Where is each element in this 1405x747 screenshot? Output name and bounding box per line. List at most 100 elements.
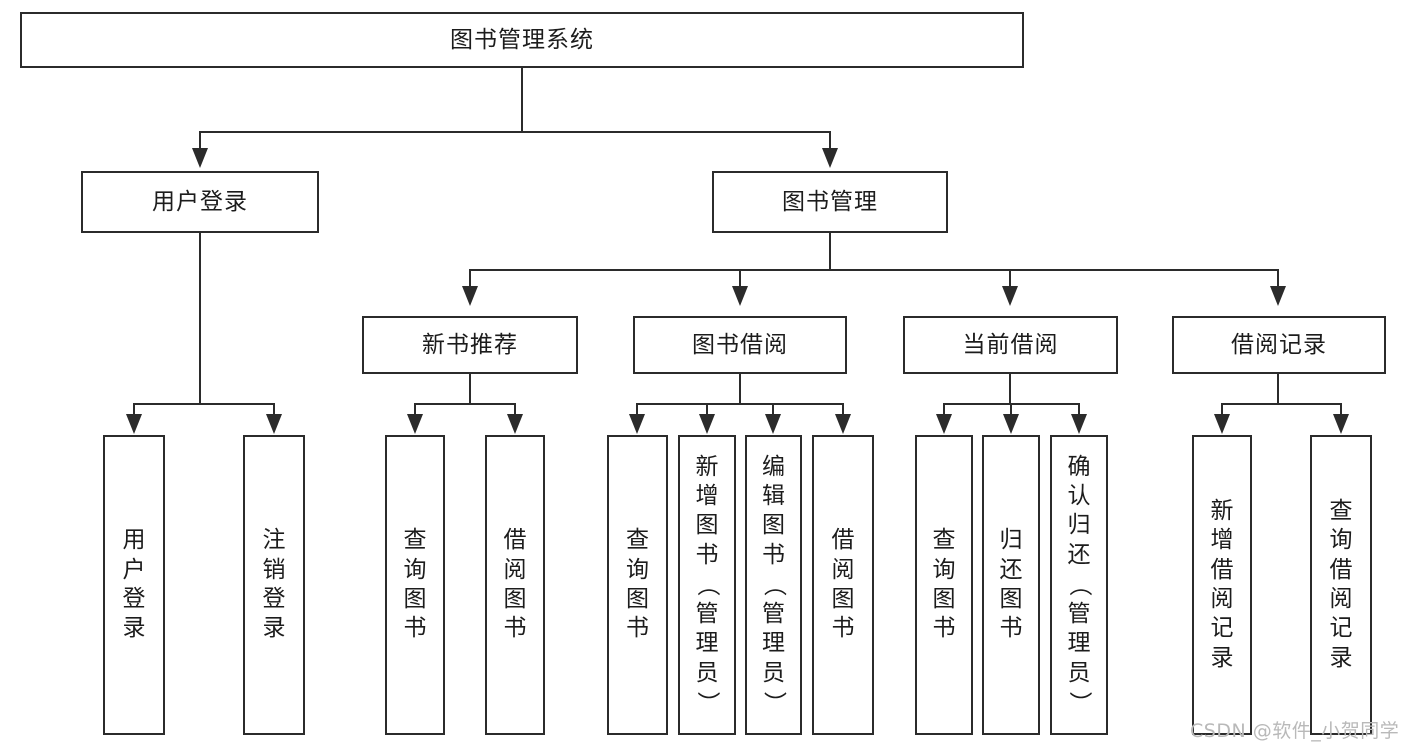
- leaf-label-char: 辑: [762, 482, 785, 509]
- node-new-book-recommend[interactable]: 新书推荐: [362, 316, 578, 374]
- leaf-label-char: 图: [932, 586, 956, 612]
- leaf-label-char: 阅: [831, 556, 855, 583]
- connector-br-drop-1: [1221, 403, 1223, 415]
- node-root-book-management-system[interactable]: 图书管理系统: [20, 12, 1024, 68]
- leaf-label: 注销登录: [245, 526, 303, 644]
- leaf-label: 查询图书: [387, 526, 443, 644]
- leaf-label-char: 借: [1210, 556, 1234, 583]
- leaf-label: 用户登录: [105, 526, 163, 644]
- connector-root-bus: [199, 131, 831, 133]
- arrow-bb-leaf-3: [765, 414, 781, 434]
- node-user-login[interactable]: 用户登录: [81, 171, 319, 233]
- leaf-label: 查询借阅记录: [1312, 497, 1370, 674]
- leaf-label-char: 登: [122, 586, 146, 612]
- leaf-label-char: 查: [932, 527, 956, 554]
- leaf-label-char: 录: [1329, 644, 1353, 671]
- connector-cb-drop-1: [943, 403, 945, 415]
- leaf-label-char: 编: [762, 453, 785, 480]
- connector-book-borrow-bus: [636, 403, 844, 405]
- arrow-nbr-leaf-1: [407, 414, 423, 434]
- leaf-label-char: 书: [831, 615, 855, 642]
- node-label: 图书管理: [782, 188, 878, 215]
- leaf-label-char: 询: [403, 556, 427, 583]
- leaf-query-book-borrow[interactable]: 查询图书: [607, 435, 668, 735]
- leaf-label-char: 阅: [1210, 586, 1234, 612]
- leaf-query-book-current[interactable]: 查询图书: [915, 435, 973, 735]
- leaf-label: 新增借阅记录: [1194, 497, 1250, 674]
- connector-user-login-bus: [133, 403, 275, 405]
- leaf-label-char: 询: [626, 556, 649, 583]
- arrow-level3-borrow-record: [1270, 286, 1286, 306]
- leaf-label: 借阅图书: [814, 526, 872, 644]
- node-current-borrow[interactable]: 当前借阅: [903, 316, 1118, 374]
- leaf-label-char: 录: [122, 615, 146, 642]
- connector-level3-drop-3: [1009, 269, 1011, 287]
- node-book-borrow[interactable]: 图书借阅: [633, 316, 847, 374]
- arrow-cb-leaf-3: [1071, 414, 1087, 434]
- leaf-label-char: 录: [1210, 644, 1234, 671]
- connector-bb-drop-1: [636, 403, 638, 415]
- leaf-label-char: 阅: [503, 556, 527, 583]
- leaf-label-char: 销: [262, 556, 286, 583]
- leaf-label-char: 查: [1329, 497, 1353, 524]
- connector-level3-bus: [469, 269, 1279, 271]
- connector-root-to-user-login: [199, 131, 201, 151]
- leaf-label-char: 借: [831, 527, 855, 554]
- leaf-query-borrow-record[interactable]: 查询借阅记录: [1310, 435, 1372, 735]
- leaf-label-char: ）: [694, 691, 721, 715]
- connector-cb-drop-2: [1010, 403, 1012, 415]
- connector-current-borrow-stem: [1009, 374, 1011, 404]
- leaf-confirm-return-admin[interactable]: 确认归还（管理员）: [1050, 435, 1108, 735]
- connector-user-login-stem: [199, 233, 201, 404]
- leaf-label-char: 书: [932, 615, 956, 642]
- leaf-label-char: 书: [503, 615, 527, 642]
- leaf-label-char: 图: [831, 586, 855, 612]
- leaf-return-book[interactable]: 归还图书: [982, 435, 1040, 735]
- leaf-logout[interactable]: 注销登录: [243, 435, 305, 735]
- leaf-label-char: 借: [503, 527, 527, 554]
- leaf-label-char: 理: [695, 630, 719, 657]
- leaf-label-char: 询: [1329, 527, 1353, 554]
- leaf-label: 归还图书: [984, 526, 1038, 644]
- leaf-user-login[interactable]: 用户登录: [103, 435, 165, 735]
- leaf-borrow-book-recommend[interactable]: 借阅图书: [485, 435, 545, 735]
- arrow-user-login-leaf-2: [266, 414, 282, 434]
- leaf-label-char: 图: [626, 586, 649, 612]
- leaf-label-char: 用: [122, 527, 146, 554]
- leaf-label-char: 归: [999, 527, 1023, 554]
- connector-br-drop-2: [1340, 403, 1342, 415]
- leaf-query-book-recommend[interactable]: 查询图书: [385, 435, 445, 735]
- leaf-label-char: 管: [762, 600, 785, 627]
- leaf-add-borrow-record[interactable]: 新增借阅记录: [1192, 435, 1252, 735]
- connector-book-borrow-stem: [739, 374, 741, 404]
- arrow-nbr-leaf-2: [507, 414, 523, 434]
- arrow-root-to-book-management: [822, 148, 838, 168]
- leaf-add-book-admin[interactable]: 新增图书（管理员）: [678, 435, 736, 735]
- leaf-label-char: 认: [1067, 482, 1091, 509]
- leaf-label-char: 书: [999, 615, 1023, 642]
- arrow-cb-leaf-2: [1003, 414, 1019, 434]
- leaf-label-char: 录: [262, 615, 286, 642]
- node-book-management[interactable]: 图书管理: [712, 171, 948, 233]
- arrow-bb-leaf-2: [699, 414, 715, 434]
- leaf-label-char: （: [761, 573, 788, 597]
- leaf-label-char: 员: [762, 659, 785, 686]
- leaf-label: 新增图书（管理员）: [680, 453, 734, 718]
- connector-level3-drop-2: [739, 269, 741, 287]
- arrow-level3-book-borrow: [732, 286, 748, 306]
- leaf-label-char: 图: [762, 512, 785, 539]
- leaf-label-char: 管: [695, 600, 719, 627]
- node-label: 借阅记录: [1231, 331, 1327, 358]
- leaf-edit-book-admin[interactable]: 编辑图书（管理员）: [745, 435, 802, 735]
- connector-borrow-record-bus: [1221, 403, 1341, 405]
- leaf-label-char: 记: [1329, 615, 1353, 642]
- leaf-label-char: 归: [1067, 512, 1091, 539]
- leaf-label-char: 图: [999, 586, 1023, 612]
- connector-user-login-drop-2: [273, 403, 275, 415]
- node-borrow-record[interactable]: 借阅记录: [1172, 316, 1386, 374]
- leaf-borrow-book[interactable]: 借阅图书: [812, 435, 874, 735]
- arrow-user-login-leaf-1: [126, 414, 142, 434]
- leaf-label-char: 管: [1067, 600, 1091, 627]
- leaf-label: 编辑图书（管理员）: [747, 453, 800, 718]
